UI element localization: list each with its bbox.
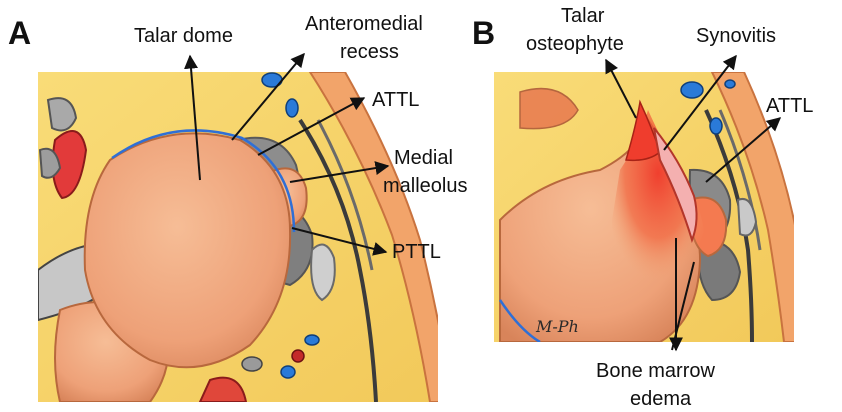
- panel-b-letter: B: [472, 15, 495, 51]
- label-synovitis: Synovitis: [696, 25, 776, 47]
- vessel-blue: [305, 335, 319, 345]
- vessel-blue: [286, 99, 298, 117]
- vessel-blue: [681, 82, 703, 98]
- vessel-blue: [710, 118, 722, 134]
- label-medial-malleolus-line2: malleolus: [383, 175, 467, 197]
- panel-a-illustration: [38, 72, 452, 402]
- label-talar-osteophyte-line1: Talar: [561, 5, 605, 27]
- panel-b-illustration: M-Ph: [494, 72, 806, 342]
- vessel-red: [292, 350, 304, 362]
- tendon-oval: [242, 357, 262, 371]
- label-pttl: PTTL: [392, 241, 441, 263]
- label-attl-b: ATTL: [766, 95, 813, 117]
- label-attl-a: ATTL: [372, 89, 419, 111]
- label-bone-marrow-edema-line1: Bone marrow: [596, 360, 715, 382]
- label-talar-dome: Talar dome: [134, 25, 233, 47]
- panel-a: A: [8, 13, 467, 402]
- label-bone-marrow-edema-line2: edema: [630, 388, 692, 410]
- artist-signature: M-Ph: [535, 317, 579, 336]
- vessel-blue: [725, 80, 735, 88]
- panel-b: B M-Ph: [472, 5, 813, 410]
- label-anteromedial-recess-line2: recess: [340, 41, 399, 63]
- panel-a-letter: A: [8, 15, 31, 51]
- talus-bone: [85, 133, 290, 367]
- label-talar-osteophyte-line2: osteophyte: [526, 33, 624, 55]
- vessel-blue: [281, 366, 295, 378]
- label-medial-malleolus-line1: Medial: [394, 147, 453, 169]
- label-anteromedial-recess-line1: Anteromedial: [305, 13, 423, 35]
